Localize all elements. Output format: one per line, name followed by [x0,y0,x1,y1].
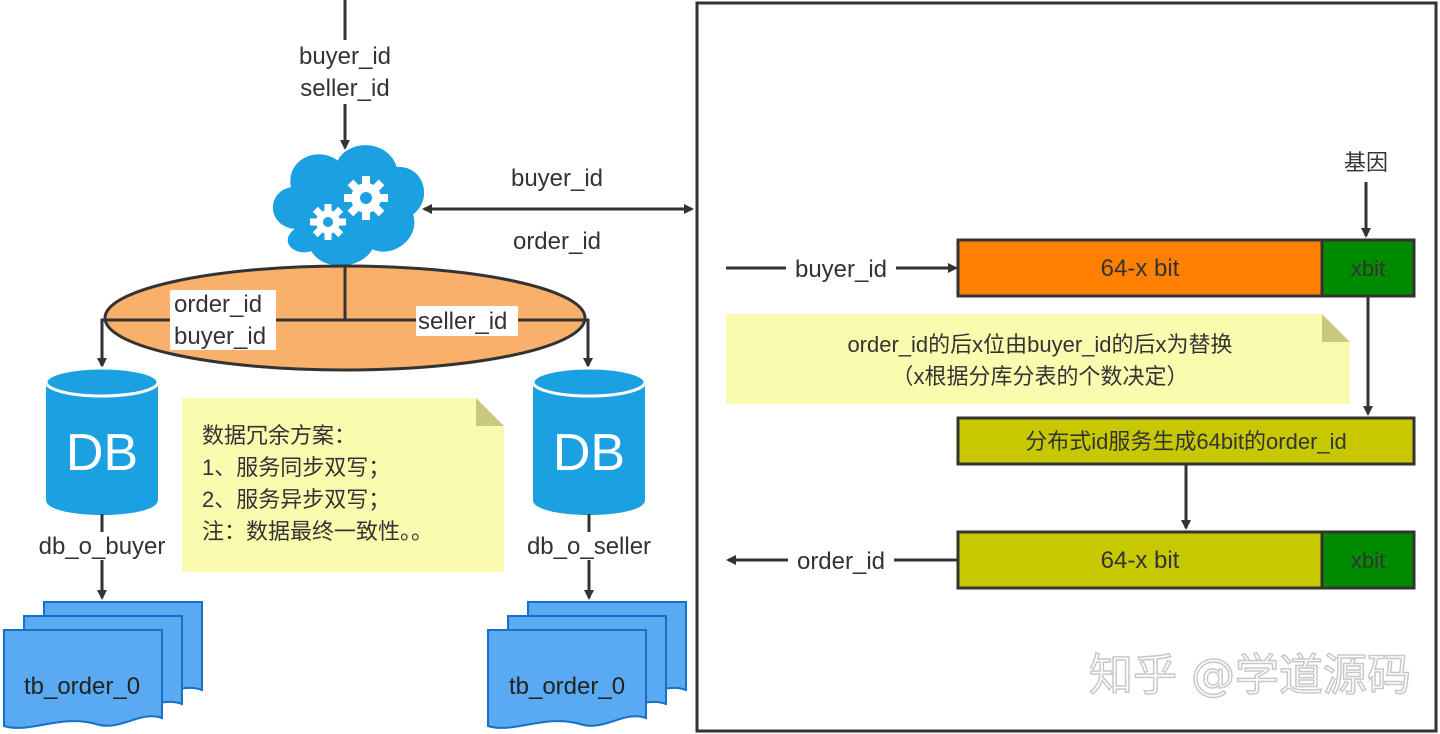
router-label-bg-right [416,306,518,336]
input-label-seller-id: seller_id [300,75,389,102]
row1-main-label: 64-x bit [1101,255,1180,282]
router-to-db-seller-arrow [583,318,593,368]
note-line-2: 1、服务同步双写； [202,455,390,480]
note-line-4: 注：数据最终一致性。。 [202,519,433,544]
right-panel-frame [695,1,1438,733]
order-id-output-bg [788,546,894,576]
buyer-id-input-bg [786,254,896,284]
table-stack-seller [487,601,687,729]
watermark: 知乎 @学道源码 [1089,650,1411,701]
db-seller-label: DB [553,424,625,482]
input-label-buyer-id: buyer_id [299,43,391,70]
db-seller-name: db_o_seller [527,533,651,560]
row2-tail-segment [1320,530,1416,590]
link-label-order-id: order_id [513,228,601,255]
order-id-output-label: order_id [797,548,885,575]
db-buyer-label: DB [66,424,138,482]
router-label-bg-left [170,290,276,350]
buyer-id-input-label: buyer_id [795,256,887,283]
note-line-1: 数据冗余方案： [202,423,356,448]
db-seller-icon [531,366,647,515]
db-buyer-name: db_o_buyer [39,533,166,560]
router-label-seller-id: seller_id [418,308,507,335]
db-buyer-name-bg [28,532,178,560]
row1-tail-segment [1320,238,1416,298]
redundancy-note [182,398,504,572]
id-service-label: 分布式id服务生成64bit的order_id [1025,429,1347,454]
table-stack-buyer [3,601,203,729]
router-label-order-id: order_id [174,291,262,318]
note-line-3: 2、服务异步双写； [202,487,390,512]
link-label-buyer-id: buyer_id [511,165,603,192]
db-buyer-icon [44,366,160,515]
row2-main-label: 64-x bit [1101,547,1180,574]
router-label-buyer-id: buyer_id [174,323,266,350]
row1-tail-label: xbit [1351,256,1385,281]
gene-label: 基因 [1344,150,1388,175]
table-buyer-label: tb_order_0 [24,673,140,700]
gene-note-line-2: （x根据分库分表的个数决定） [891,364,1188,389]
id-service-box [956,416,1416,466]
table-seller-label: tb_order_0 [509,673,625,700]
router-to-db-buyer-arrow [97,318,107,368]
db-seller-name-bg [516,532,662,560]
gene-note [726,314,1350,404]
row1-main-segment [956,238,1324,298]
row2-tail-label: xbit [1351,548,1385,573]
gene-note-line-1: order_id的后x位由buyer_id的后x为替换 [847,332,1232,357]
cloud-service-icon [273,145,425,266]
